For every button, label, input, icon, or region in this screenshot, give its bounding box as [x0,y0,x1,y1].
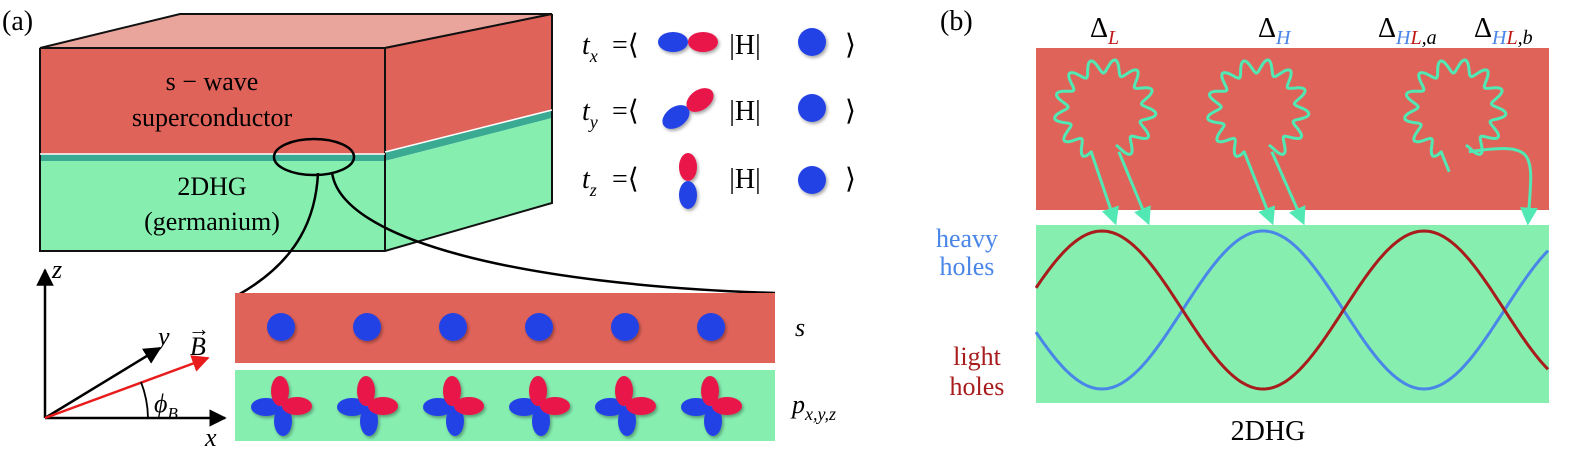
heavy-holes-label-line2: holes [940,252,995,281]
pairing-arrow [1468,147,1539,226]
angle-label: ϕB [154,389,178,423]
coordinate-axes: z x y → B ϕB [36,255,227,450]
gap-label-HL-a: ΔHL,a [1378,13,1437,49]
s-orbital [353,313,381,341]
y-axis-label: y [155,322,170,351]
gap-labels: ΔL ΔH ΔHL,a ΔHL,b [1090,13,1533,49]
p-orbital [595,376,656,436]
p-orbital [337,376,398,436]
heavy-hole-band-curve [1034,229,1550,391]
zoom-callout [237,137,776,297]
light-hole-band-curve [1034,229,1550,391]
s-orbital [439,313,467,341]
p-orbital-row [251,376,742,436]
hopping-tx: tx =⟨ |H| ⟩ [582,28,856,66]
pairing-arrow [1270,151,1306,226]
pairing-arrow [1242,151,1276,226]
pz-orbital-icon [679,153,697,209]
superconductor-region [1036,48,1549,210]
ty-operator: |H| [729,96,760,127]
tx-bra: =⟨ [612,30,639,61]
s-orbital-row [267,313,725,341]
cooper-pair-loop [1206,58,1311,158]
tx-symbol: tx [582,30,598,66]
light-holes-label-line2: holes [950,372,1005,401]
p-layer-label: px,y,z [790,390,836,424]
block-outline [39,13,553,252]
angle-arc [140,381,149,419]
s-orbital [525,313,553,341]
tz-ket: ⟩ [845,164,856,195]
gap-label-H: ΔH [1258,13,1292,49]
p-orbital [509,376,570,436]
interface-stripe-front [40,154,385,161]
zoomed-layers: s px,y,z [235,293,836,441]
zoom-leader-left [237,172,320,297]
interface-stripe-side [385,110,552,161]
cooper-pair-loop [1403,58,1508,158]
z-axis-label: z [51,255,62,284]
p-orbital [423,376,484,436]
s-orbital [267,313,295,341]
heavy-holes-label-line1: heavy [936,224,998,253]
gap-label-L: ΔL [1090,13,1119,49]
2dhg-label-line2: (germanium) [144,207,280,236]
superconductor-label-line2: superconductor [132,103,293,132]
field-label: B [190,332,206,361]
s-orbital [611,313,639,341]
x-axis-label: x [204,423,217,450]
px-orbital-icon [658,32,718,52]
superconductor-side-face [385,14,552,152]
ty-symbol: ty [582,96,598,132]
pairing-arrow [1089,151,1119,226]
s-layer-label: s [795,313,805,342]
heterostructure-block: s − wave superconductor 2DHG (germanium) [39,13,553,252]
cooper-pair-loop [1053,58,1158,158]
p-orbital [251,376,312,436]
tz-operator: |H| [729,164,760,195]
y-axis [44,346,162,420]
s-orbital-icon [798,166,826,194]
2dhg-side-face [385,118,552,251]
hopping-ty: ty =⟨ |H| ⟩ [582,88,856,132]
2dhg-label-line1: 2DHG [177,172,246,201]
pairing-arrow [1439,151,1451,173]
2dhg-front-face [40,161,385,251]
cooper-pair-wiggles [1053,58,1539,226]
zoom-ellipse [272,137,356,177]
py-orbital-icon [662,88,714,129]
gap-label-HL-b: ΔHL,b [1474,13,1533,49]
s-orbital-icon [798,94,826,122]
hopping-tz: tz =⟨ |H| ⟩ [582,153,856,209]
zoom-leader-right [330,171,776,295]
s-orbital [697,313,725,341]
tx-ket: ⟩ [845,30,856,61]
tz-symbol: tz [582,164,597,200]
superconductor-label-line1: s − wave [166,67,259,96]
hopping-terms: tx =⟨ |H| ⟩ ty =⟨ |H| ⟩ tz =⟨ [582,28,856,209]
ty-bra: =⟨ [612,96,639,127]
field-vector [44,355,210,420]
s-layer [235,293,775,363]
light-holes-label-line1: light [953,342,1001,371]
pairing-arrow [1117,151,1151,226]
ty-ket: ⟩ [845,96,856,127]
interface-line-side [384,109,553,153]
field-arrow-accent: → [188,316,210,341]
panel-a-label: (a) [2,6,33,37]
panel-b-label: (b) [940,6,973,37]
s-orbital-icon [798,28,826,56]
p-orbital [681,376,742,436]
2dhg-bottom-label: 2DHG [1231,416,1306,447]
superconductor-front-face [40,48,385,154]
tz-bra: =⟨ [612,164,639,195]
tx-operator: |H| [729,30,760,61]
